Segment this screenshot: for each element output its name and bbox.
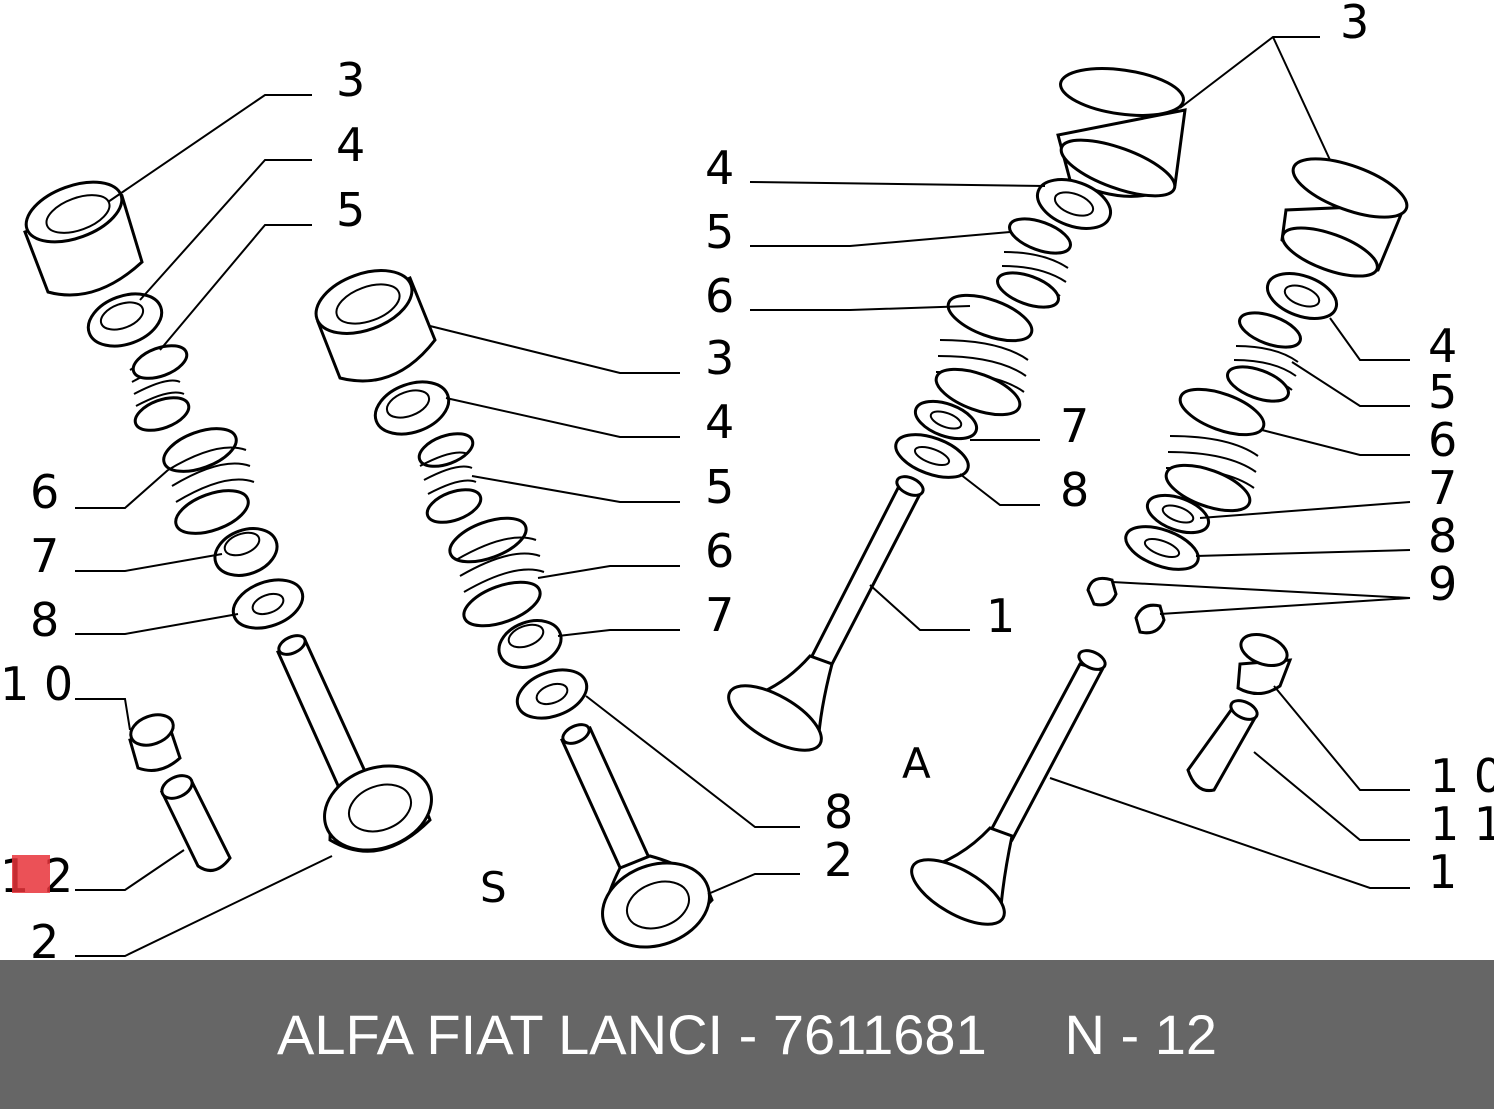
callout-6: 6 [705,269,734,323]
inner-spring-part [1226,311,1302,403]
callout-11: 1 1 [1430,797,1494,851]
outer-spring-part [162,427,255,535]
valve-seal-part [1236,632,1293,695]
inner-spring-part [417,432,483,524]
callout-3: 3 [705,331,734,385]
retainer-part [1145,493,1211,535]
valve-guide-part [1186,699,1259,793]
callout-7: 7 [1428,461,1457,515]
highlight-marker [12,855,50,893]
callout-3: 3 [1340,0,1369,49]
callout-labels: 3 4 5 6 7 8 1 0 1 2 2 3 4 5 6 7 8 2 3 4 … [0,0,1494,969]
washer-part [515,668,589,720]
valve-keeper-part [1086,576,1166,635]
callout-9: 9 [1428,557,1457,611]
spring-cap-part [86,292,164,348]
callout-2: 2 [30,915,59,960]
callout-8: 8 [824,785,853,839]
retainer-part [213,527,279,577]
group-c-parts [727,67,1187,752]
spring-cap-part [373,380,451,436]
valve-seal-part [128,713,182,772]
callout-8: 8 [1060,463,1089,517]
outer-spring-part [448,516,545,628]
retainer-part [913,399,979,441]
valve-part [727,475,925,752]
callout-4: 4 [705,141,734,195]
callout-5: 5 [1428,365,1457,419]
valve-guide-part [159,774,232,872]
washer-part [1124,525,1200,571]
callout-8: 8 [30,593,59,647]
washer-part [894,433,970,479]
group-a-parts [23,180,433,872]
callout-10: 1 0 [1430,749,1494,803]
washer-part [231,578,305,630]
callout-7: 7 [30,529,59,583]
callout-3: 3 [336,53,365,107]
callout-8: 8 [1428,509,1457,563]
inner-spring-part [996,217,1072,309]
callout-5: 5 [705,460,734,514]
outer-spring-part [1164,387,1266,513]
caption-bar: ALFA FIAT LANCI - 7611681 N - 12 [0,960,1494,1109]
callout-6: 6 [30,465,59,519]
callout-4: 4 [1428,319,1457,373]
group-d-parts [910,157,1409,926]
group-b-parts [314,269,714,949]
callout-4: 4 [336,118,365,172]
valve-part [560,723,714,949]
view-label-a: A [902,739,931,788]
callout-6: 6 [705,524,734,578]
valve-part [276,634,433,853]
valve-train-exploded-diagram: 3 4 5 6 7 8 1 0 1 2 2 3 4 5 6 7 8 2 3 4 … [0,0,1494,969]
callout-7: 7 [1060,399,1089,453]
tappet-part [23,180,144,297]
tappet-part [1280,157,1409,278]
callout-4: 4 [705,395,734,449]
callout-1: 1 [1428,845,1457,899]
callout-2: 2 [824,833,853,887]
callout-5: 5 [336,183,365,237]
inner-spring-part [129,344,191,432]
view-label-s: S [480,863,507,912]
callout-1: 1 [986,589,1015,643]
valve-part [910,649,1107,926]
spring-cap-part [1265,272,1339,320]
tappet-part [314,269,437,383]
callout-10: 1 0 [0,657,73,711]
callout-5: 5 [705,205,734,259]
retainer-part [497,619,563,669]
callout-7: 7 [705,588,734,642]
leader-lines [75,36,1411,957]
tappet-part [1056,67,1187,198]
callout-6: 6 [1428,413,1457,467]
spring-cap-part [1036,178,1112,230]
caption-text: ALFA FIAT LANCI - 7611681 N - 12 [277,1003,1217,1066]
